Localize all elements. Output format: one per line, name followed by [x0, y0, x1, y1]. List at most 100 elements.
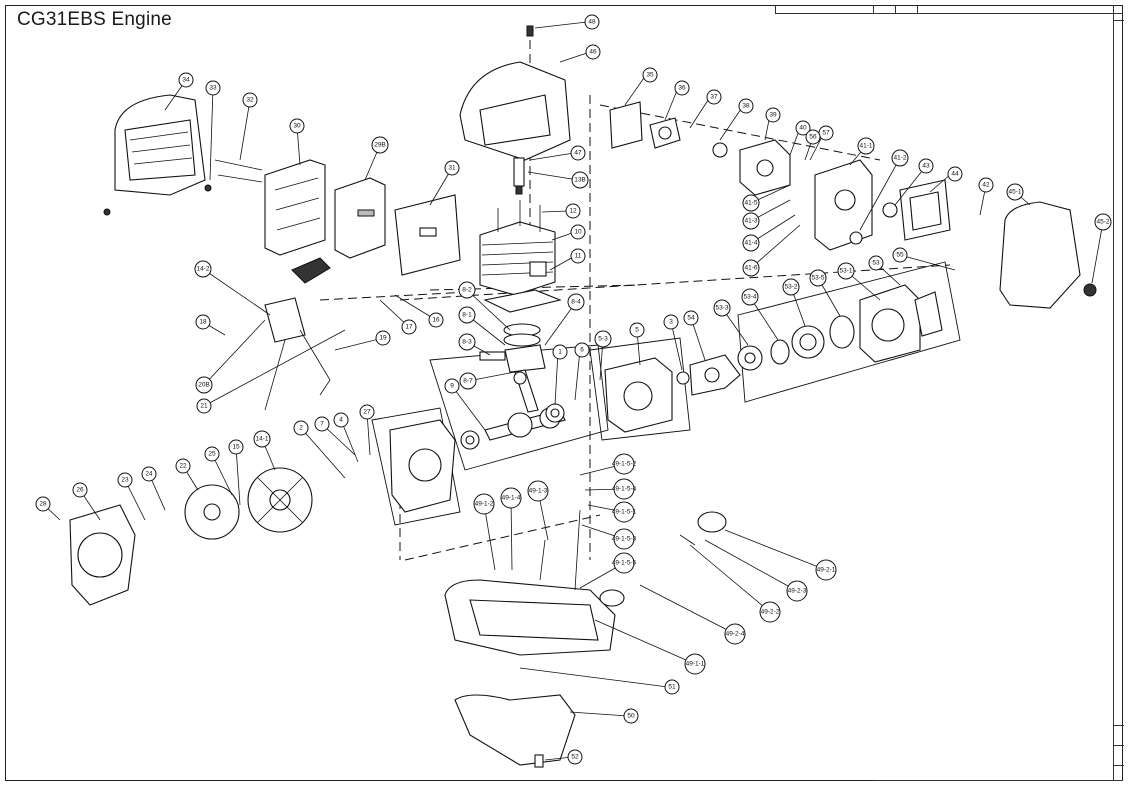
callout-20b: 20B — [195, 376, 213, 394]
callout-number: 53-5 — [811, 275, 824, 282]
callout-41-2: 41-2 — [891, 149, 909, 167]
part-14-2-ignition-coil — [264, 257, 331, 411]
callout-49-1-5-2: 49-1-5-2 — [612, 453, 637, 475]
callout-circle — [205, 80, 221, 96]
callout-11: 11 — [570, 248, 586, 264]
callout-number: 15 — [232, 444, 240, 451]
callout-circle — [892, 247, 908, 263]
callout-circle — [713, 299, 731, 317]
callout-48: 48 — [584, 14, 600, 30]
callout-number: 11 — [575, 253, 582, 260]
callout-circle — [594, 330, 612, 348]
callout-49-1-5-5: 49-1-5-5 — [612, 552, 637, 574]
callout-number: 55 — [896, 252, 904, 259]
callout-8-4: 8-4 — [567, 293, 585, 311]
callout-number: 13B — [574, 177, 586, 184]
callout-circle — [570, 224, 586, 240]
callout-17: 17 — [401, 319, 417, 335]
callout-circle — [565, 203, 581, 219]
callout-circle — [500, 487, 522, 509]
callout-32: 32 — [242, 92, 258, 108]
callout-number: 41-6 — [744, 265, 757, 272]
callout-number: 49-1-5-2 — [612, 461, 637, 468]
callout-number: 4 — [339, 417, 343, 424]
callout-circle — [196, 398, 212, 414]
callout-circle — [837, 262, 855, 280]
callout-22: 22 — [175, 458, 191, 474]
callout-number: 53-1 — [839, 268, 852, 275]
callout-circle — [613, 528, 635, 550]
callout-number: 5 — [635, 327, 639, 334]
callout-circle — [868, 255, 884, 271]
callout-6: 6 — [574, 342, 590, 358]
callout-28: 28 — [35, 496, 51, 512]
callout-5-3: 5-3 — [594, 330, 612, 348]
callout-circle — [333, 412, 349, 428]
callout-2: 2 — [293, 420, 309, 436]
callout-number: 51 — [668, 684, 676, 691]
callout-33: 33 — [205, 80, 221, 96]
part-8-piston — [479, 344, 546, 373]
callout-number: 43 — [922, 163, 930, 170]
callout-number: 14-2 — [196, 266, 209, 273]
callout-circle — [72, 482, 88, 498]
callout-23: 23 — [117, 472, 133, 488]
callout-19: 19 — [375, 330, 391, 346]
callout-circle — [293, 420, 309, 436]
callout-circle — [642, 67, 658, 83]
part-41-air-filter-base — [814, 159, 873, 251]
callout-number: 49-1-5-3 — [612, 536, 637, 543]
callout-number: 41-1 — [859, 143, 872, 150]
callout-number: 57 — [822, 130, 830, 137]
callout-number: 3 — [669, 319, 673, 326]
part-5-crankcase — [604, 357, 673, 433]
callout-number: 49-1-1 — [686, 661, 705, 668]
callout-46: 46 — [585, 44, 601, 60]
callout-circle — [228, 439, 244, 455]
callout-number: 2 — [299, 425, 303, 432]
part-44-air-filter — [882, 179, 951, 241]
callout-8-2: 8-2 — [458, 281, 476, 299]
callout-circle — [674, 80, 690, 96]
callout-45-2: 45-2 — [1094, 213, 1112, 231]
callout-circle — [371, 136, 389, 154]
callout-number: 23 — [121, 477, 129, 484]
callout-41-6: 41-6 — [742, 259, 760, 277]
part-53-recoil-starter — [737, 284, 943, 371]
callout-circle — [141, 466, 157, 482]
callout-8-3: 8-3 — [458, 333, 476, 351]
callout-circle — [684, 653, 706, 675]
callout-number: 49-1-5-1 — [612, 509, 637, 516]
callout-number: 49-2-3 — [788, 588, 807, 595]
callout-number: 34 — [182, 77, 190, 84]
callout-circle — [195, 376, 213, 394]
callout-circle — [444, 160, 460, 176]
callout-circle — [765, 107, 781, 123]
callout-number: 49-2-1 — [817, 567, 836, 574]
callout-number: 19 — [379, 335, 387, 342]
bottom-rule — [875, 780, 1123, 781]
callout-number: 7 — [320, 421, 324, 428]
callout-41-3: 41-3 — [742, 212, 760, 230]
callout-27: 27 — [359, 404, 375, 420]
callout-number: 24 — [145, 471, 153, 478]
callout-49-1-5-4: 49-1-5-4 — [612, 478, 637, 500]
callout-circle — [613, 453, 635, 475]
callout-31: 31 — [444, 160, 460, 176]
callout-circle — [663, 314, 679, 330]
callout-14-1: 14-1 — [253, 430, 271, 448]
part-36-intake-adapter — [649, 117, 681, 149]
callout-38: 38 — [738, 98, 754, 114]
callout-circle — [428, 312, 444, 328]
callout-circle — [1006, 183, 1024, 201]
callout-circle — [289, 118, 305, 134]
callout-circle — [613, 478, 635, 500]
callout-circle — [585, 44, 601, 60]
callout-number: 56 — [809, 134, 817, 141]
callout-34: 34 — [178, 72, 194, 88]
callout-number: 49-1-3 — [529, 488, 548, 495]
callout-3: 3 — [663, 314, 679, 330]
callout-circle — [724, 623, 746, 645]
